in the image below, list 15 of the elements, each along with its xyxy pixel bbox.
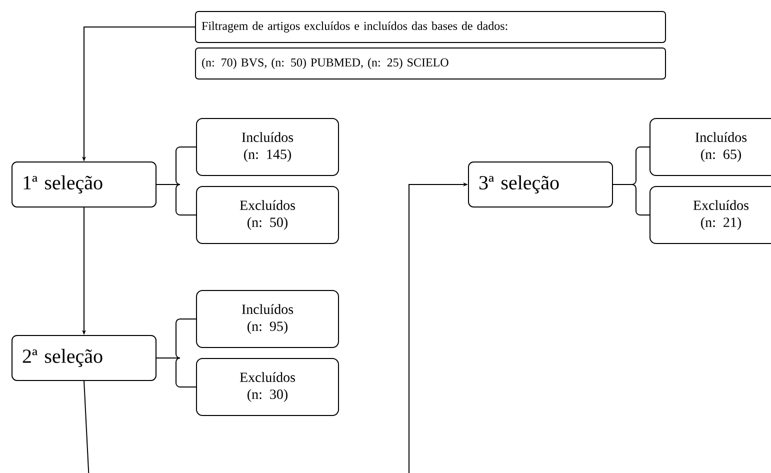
selection-box: 3ª seleção — [468, 162, 613, 208]
bracket — [612, 184, 650, 216]
bracket — [156, 358, 196, 388]
result-box: Excluídos (n: 30) — [196, 358, 339, 416]
result-box: Excluídos (n: 50) — [196, 186, 339, 244]
heading-box: Filtragem de artigos excluídos e incluídos das bases de dados: — [195, 11, 666, 43]
selection-box: 2ª seleção — [12, 335, 156, 381]
bracket — [156, 184, 196, 216]
heading-box: (n: 70) BVS, (n: 50) PUBMED, (n: 25) SCIELO — [195, 48, 666, 80]
result-box: Excluídos (n: 21) — [650, 186, 771, 244]
result-box: Incluídos (n: 65) — [650, 118, 771, 176]
selection-box: 1ª seleção — [12, 162, 156, 208]
result-box: Incluídos (n: 95) — [196, 290, 339, 348]
connector-line — [84, 380, 90, 473]
result-box: Incluídos (n: 145) — [196, 118, 339, 176]
